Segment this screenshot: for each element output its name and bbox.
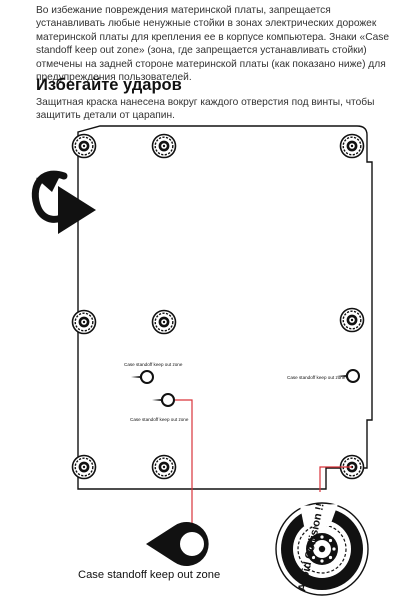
screw-hole-icon [151,133,177,159]
flip-arrow-icon [31,170,96,234]
screw-hole-icon [339,133,365,159]
screw-hole-icon [71,133,97,159]
avoid-collision-badge-icon: Avoid Collision !! [275,502,369,596]
keepout-small-label: Case standoff keep out zone [124,362,183,367]
section-heading: Избегайте ударов [36,76,182,94]
keepout-zone-icon [146,522,209,566]
screw-hole-icon [71,454,97,480]
keepout-zone-label: Case standoff keep out zone [78,569,220,581]
intro-paragraph: Во избежание повреждения материнской пла… [36,5,389,84]
screw-hole-icon [151,309,177,335]
keepout-small-label: Case standoff keep out zone [287,375,346,380]
callout-line [319,466,352,492]
keepout-small-label: Case standoff keep out zone [130,417,189,422]
screw-hole-icon [71,309,97,335]
callout-line [175,399,193,526]
board-outline [77,125,373,490]
screw-hole-icon [151,454,177,480]
section-paragraph: Защитная краска нанесена вокруг каждого … [36,97,375,122]
screw-hole-icon [339,307,365,333]
